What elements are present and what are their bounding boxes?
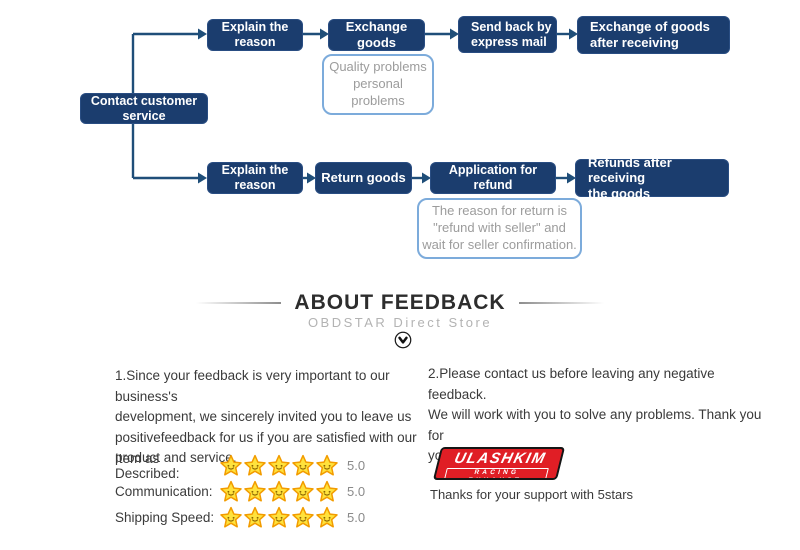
flow-box-send-back: Send back by express mail xyxy=(458,16,557,53)
divider-line-right xyxy=(518,302,604,304)
rating-row-item-as-described: Item as Described: 5.0 xyxy=(115,450,366,481)
flow-box-return-goods: Return goods xyxy=(315,162,412,194)
star-icon xyxy=(220,480,242,502)
star-icon xyxy=(316,480,338,502)
rating-label: Shipping Speed: xyxy=(115,510,215,525)
flow-box-refunds-after-receiving: Refunds after receiving the goods xyxy=(575,155,729,201)
star-icon xyxy=(292,480,314,502)
section-header: ABOUT FEEDBACK xyxy=(0,290,800,316)
flow-box-exchange-goods: Exchange goods xyxy=(328,19,425,51)
flow-box-contact-customer-service: Contact customer service xyxy=(80,93,208,124)
star-icon xyxy=(316,454,338,476)
flow-box-explain-reason-bottom: Explain the reason xyxy=(207,162,303,194)
flowchart: Contact customer service Explain the rea… xyxy=(0,0,800,270)
thanks-text: Thanks for your support with 5stars xyxy=(430,487,634,502)
star-icon xyxy=(220,506,242,528)
flow-connector-arrows xyxy=(131,28,578,184)
feedback-note-1: 1.Since your feedback is very important … xyxy=(115,368,417,465)
star-icon xyxy=(268,506,290,528)
star-icon xyxy=(268,480,290,502)
rating-value: 5.0 xyxy=(347,458,366,473)
star-icon xyxy=(268,454,290,476)
star-rating xyxy=(219,454,339,478)
flow-box-application-refund: Application for refund xyxy=(430,162,556,194)
star-icon xyxy=(244,480,266,502)
rating-label: Item as Described: xyxy=(115,450,180,481)
rating-row-communication: Communication: 5.0 xyxy=(115,479,365,504)
brand-logo: ULASHKIM RACING EXHAUST xyxy=(432,447,566,480)
rating-label: Communication: xyxy=(115,484,213,499)
chevron-down-icon xyxy=(394,331,412,349)
ratings-list: Item as Described: 5.0 Communication: 5.… xyxy=(115,450,366,531)
star-icon xyxy=(244,454,266,476)
store-name: OBDSTAR Direct Store xyxy=(307,315,493,330)
brand-name: ULASHKIM xyxy=(452,450,548,467)
divider-line-left xyxy=(196,302,282,304)
rating-value: 5.0 xyxy=(347,484,366,499)
star-icon xyxy=(244,506,266,528)
rating-value: 5.0 xyxy=(347,510,366,525)
star-icon xyxy=(316,506,338,528)
brand-tagline: RACING EXHAUST xyxy=(442,468,549,480)
rating-row-shipping-speed: Shipping Speed: 5.0 xyxy=(115,505,365,530)
flow-box-explain-reason-top: Explain the reason xyxy=(207,19,303,51)
star-rating xyxy=(219,480,339,504)
star-icon xyxy=(220,454,242,476)
star-rating xyxy=(219,506,339,530)
flow-note-refund-reason: The reason for return is "refund with se… xyxy=(417,198,582,259)
flow-note-exchange-reasons: Quality problems personal problems xyxy=(322,54,434,115)
section-title: ABOUT FEEDBACK xyxy=(294,291,506,314)
star-icon xyxy=(292,506,314,528)
flow-box-exchange-after-receiving: Exchange of goods after receiving xyxy=(577,16,730,54)
star-icon xyxy=(292,454,314,476)
